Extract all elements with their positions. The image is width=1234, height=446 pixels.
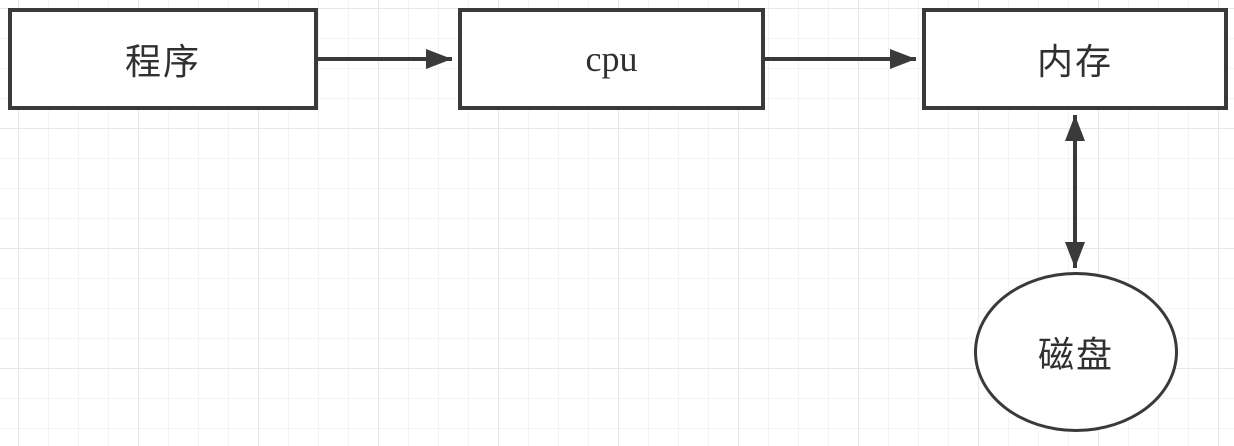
node-memory-label: 内存: [1036, 42, 1113, 82]
node-program: 程序: [8, 8, 318, 110]
node-cpu: cpu: [458, 8, 765, 110]
node-program-label: 程序: [124, 42, 201, 82]
node-memory: 内存: [922, 8, 1228, 110]
node-cpu-label: cpu: [585, 39, 638, 79]
node-disk-label: 磁盘: [1037, 335, 1114, 375]
node-disk: 磁盘: [974, 272, 1178, 432]
